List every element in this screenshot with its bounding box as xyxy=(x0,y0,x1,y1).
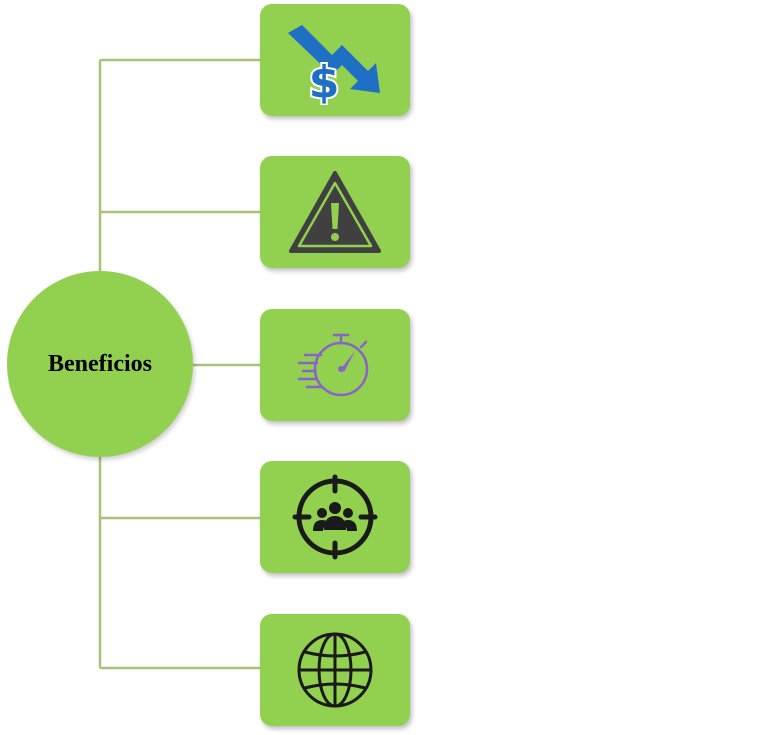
benefit-tile-global xyxy=(260,614,410,726)
benefit-tile-time xyxy=(260,309,410,421)
warning-triangle-icon xyxy=(289,171,381,253)
benefit-tile-target xyxy=(260,461,410,573)
benefit-tile-risk xyxy=(260,156,410,268)
svg-text:$: $ xyxy=(309,57,340,105)
globe-icon xyxy=(297,632,373,708)
target-group-icon xyxy=(292,474,378,560)
hub-label: Beneficios xyxy=(48,350,152,377)
dollar-down-arrow-icon: $ $ xyxy=(288,25,380,105)
stopwatch-icon xyxy=(297,333,369,397)
svg-text:$: $ xyxy=(309,57,340,105)
benefits-hub: Beneficios xyxy=(7,271,193,457)
benefit-tile-cost: $ $ xyxy=(260,4,410,116)
